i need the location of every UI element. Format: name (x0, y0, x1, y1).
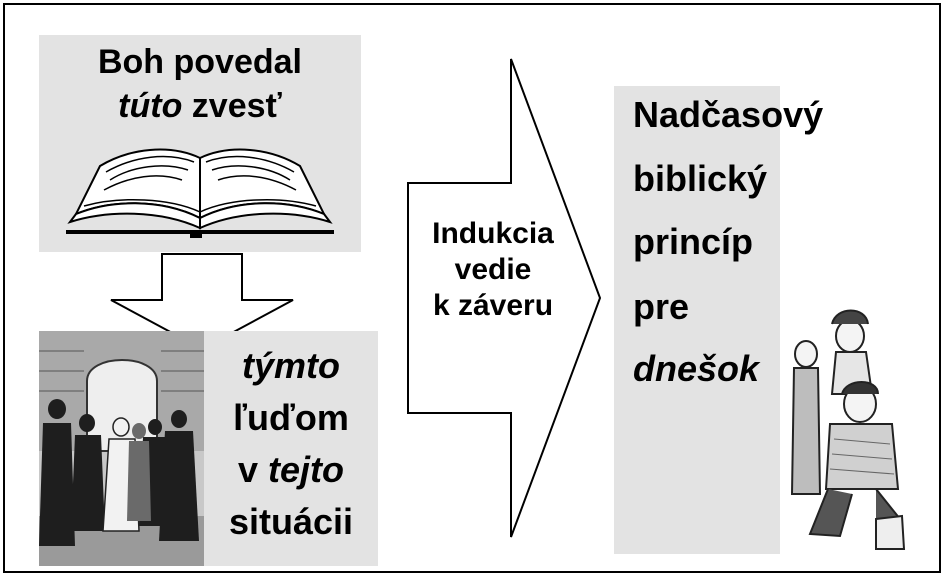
audience-italic-word: tejto (268, 449, 345, 490)
principle-line-4: pre (633, 286, 690, 327)
induction-label-line-3: k záveru (432, 289, 554, 322)
audience-line-3: v tejto (237, 449, 345, 490)
induction-label-line-1: Indukcia (432, 217, 554, 250)
message-rest-word: zvesť (182, 87, 282, 125)
principle-box (614, 86, 780, 554)
down-arrow (110, 253, 294, 351)
principle-line-2: biblický (633, 158, 768, 199)
principle-line-1: Nadčasový (633, 94, 824, 135)
audience-line-4: situácii (228, 501, 354, 542)
message-line-1: Boh povedal (97, 43, 303, 81)
right-arrow (407, 58, 602, 538)
audience-line-1: týmto (242, 345, 340, 386)
principle-line-5: dnešok (633, 348, 760, 389)
principle-line-3: princíp (633, 221, 754, 262)
crowd-illustration (39, 331, 204, 566)
audience-line-2: ľuďom (233, 397, 349, 438)
induction-label-line-2: vedie (454, 253, 532, 286)
message-italic-word: túto (118, 87, 183, 125)
father-child-illustration (780, 294, 933, 554)
open-bible-icon (66, 148, 334, 238)
message-line-2: túto zvesť (39, 86, 361, 126)
